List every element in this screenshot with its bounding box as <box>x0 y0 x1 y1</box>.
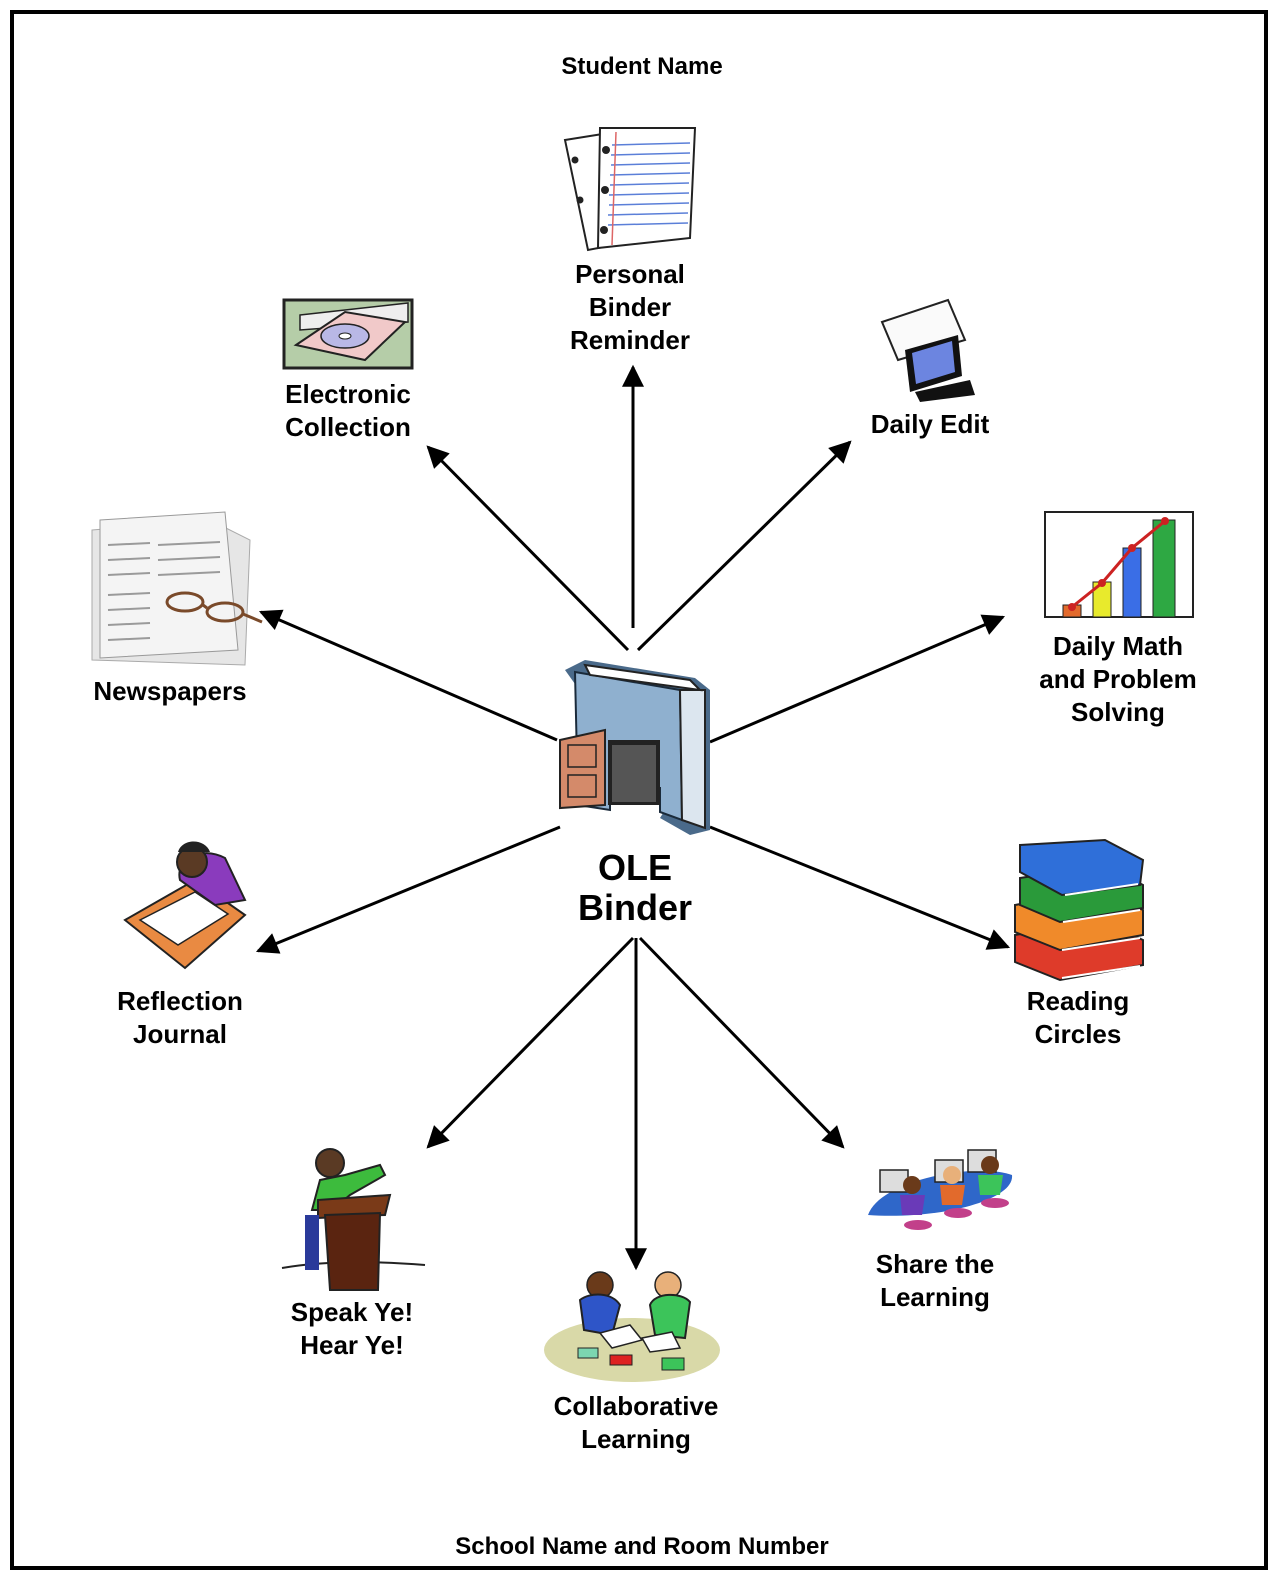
label-line: Reading <box>1026 986 1130 1016</box>
label-line: Daily Math <box>1052 631 1184 661</box>
node-label-daily-math: Daily Math and Problem Solving <box>1000 630 1236 729</box>
arrow-to-daily-edit <box>636 440 852 652</box>
label-line: Collection <box>285 412 411 443</box>
book-stack-icon <box>1014 838 1145 982</box>
center-title-line1: OLE <box>597 847 672 888</box>
arrow-to-speak-ye <box>426 936 635 1149</box>
arrow-to-reading-circles <box>709 825 1011 950</box>
node-label-reading-circles: Reading Circles <box>978 985 1178 1051</box>
arrow-to-electronic-collection <box>426 445 630 652</box>
computer-monitor-icon <box>880 298 975 402</box>
student-name-heading: Student Name <box>561 53 723 80</box>
person-writing-icon <box>123 841 247 970</box>
label-line: Learning <box>880 1282 990 1313</box>
center-title: OLE Binder <box>535 847 735 929</box>
students-at-computers-icon <box>868 1149 1013 1230</box>
label-line: Binder <box>588 292 672 323</box>
label-line: Share the <box>875 1249 995 1279</box>
bar-chart-icon <box>1044 511 1194 618</box>
lined-paper-icon <box>563 127 697 252</box>
label-line: Reflection <box>117 986 243 1016</box>
label-line: Solving <box>1071 697 1165 728</box>
label-line: Newspapers <box>93 676 247 706</box>
speaker-podium-icon <box>281 1148 426 1291</box>
node-label-electronic-collection: Electronic Collection <box>248 378 448 444</box>
label-line: Electronic <box>285 379 411 409</box>
node-label-share-the-learning: Share the Learning <box>835 1248 1035 1314</box>
cd-drive-icon <box>282 298 414 370</box>
arrow-to-share-learning <box>638 936 845 1149</box>
label-line: Learning <box>581 1424 691 1455</box>
label-line: Collaborative <box>553 1391 719 1421</box>
students-reading-icon <box>544 1271 720 1382</box>
node-label-reflection-journal: Reflection Journal <box>80 985 280 1051</box>
label-line: Daily Edit <box>870 409 990 439</box>
node-label-personal-binder-reminder: Personal Binder Reminder <box>530 258 730 357</box>
node-label-speak-ye: Speak Ye! Hear Ye! <box>252 1296 452 1362</box>
label-line: Circles <box>1034 1019 1122 1050</box>
node-label-collaborative-learning: Collaborative Learning <box>511 1390 761 1456</box>
node-label-daily-edit: Daily Edit <box>830 408 1030 441</box>
connector-arrows <box>255 364 1011 1271</box>
arrow-to-daily-math <box>709 614 1006 744</box>
center-title-line2: Binder <box>577 887 692 929</box>
arrow-to-reflection-journal <box>255 825 561 954</box>
node-label-newspapers: Newspapers <box>60 675 280 708</box>
page-border <box>10 10 1268 1570</box>
label-line: Journal <box>133 1019 227 1050</box>
newspaper-glasses-icon <box>91 511 263 666</box>
arrow-to-newspapers <box>258 609 558 742</box>
label-line: Reminder <box>570 325 690 356</box>
label-line: Personal <box>575 259 685 289</box>
open-binder-door-icon <box>559 660 710 835</box>
school-room-footer: School Name and Room Number <box>455 1533 829 1560</box>
label-line: Hear Ye! <box>300 1330 404 1361</box>
label-line: and Problem <box>1039 664 1197 695</box>
label-line: Speak Ye! <box>290 1297 414 1327</box>
